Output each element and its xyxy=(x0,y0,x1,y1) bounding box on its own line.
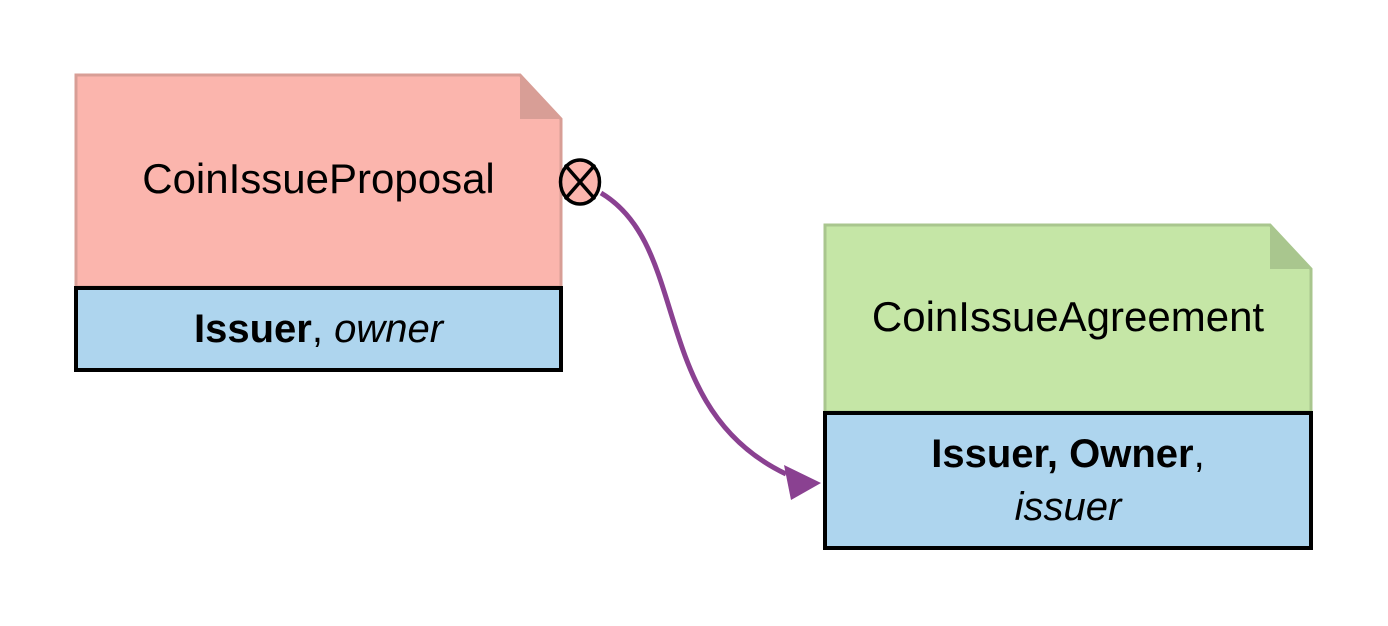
note-fold-corner xyxy=(520,75,561,119)
note-shape xyxy=(823,223,1313,413)
party-separator: , xyxy=(1193,431,1205,476)
note-fold-corner xyxy=(1270,225,1311,269)
party-separator: , xyxy=(311,306,335,351)
party-line-1: Issuer, Owner, xyxy=(931,428,1204,481)
party-line: Issuer, owner xyxy=(194,303,443,356)
party-bar-coin-issue-agreement: Issuer, Owner, issuer xyxy=(823,411,1313,550)
party-bar-coin-issue-proposal: Issuer, owner xyxy=(74,286,563,372)
contract-title-coin-issue-agreement: CoinIssueAgreement xyxy=(871,292,1265,340)
observer-label: owner xyxy=(334,306,444,351)
observer-label: issuer xyxy=(1014,484,1122,529)
signatory-label: Issuer xyxy=(193,306,312,351)
choice-arrow-head xyxy=(784,465,821,500)
party-line-2: issuer xyxy=(1015,481,1122,534)
contract-title-coin-issue-proposal: CoinIssueProposal xyxy=(142,155,495,203)
contract-note-coin-issue-agreement xyxy=(823,223,1313,413)
signatory-label: Issuer, Owner xyxy=(931,431,1194,476)
circled-x-icon xyxy=(558,158,602,206)
choice-arrow xyxy=(599,190,788,477)
